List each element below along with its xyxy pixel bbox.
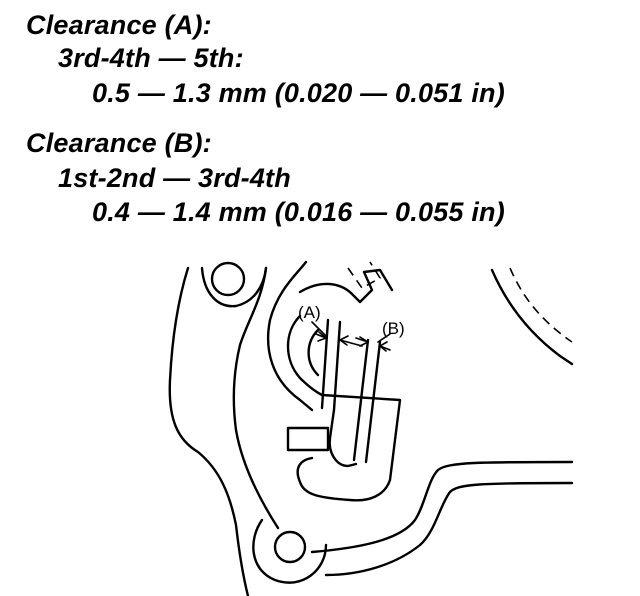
shaft-rail-lower: [324, 481, 574, 577]
upper-boss: [200, 266, 268, 308]
lower-boss: [252, 518, 328, 584]
fork-arm-hidden: [347, 261, 382, 290]
clearance-b-heading: Clearance (B):: [26, 128, 212, 158]
fork-arm-left: [266, 260, 314, 412]
gear-sleeve-a: [320, 318, 342, 412]
clearance-b-leader: [377, 333, 391, 343]
fork-upper-body: [298, 268, 394, 304]
clearance-b-gear-pair: 1st-2nd — 3rd-4th: [58, 163, 291, 193]
lower-mount-hole: [273, 530, 307, 564]
gear-housing-arc: [490, 268, 574, 366]
fork-inner-curve-2: [307, 328, 320, 377]
upper-mount-hole: [210, 261, 246, 297]
fork-shaft-body: [296, 393, 402, 502]
clearance-a-value: 0.5 — 1.3 mm (0.020 — 0.051 in): [92, 78, 505, 108]
fork-pad: [286, 426, 330, 452]
clearance-a-gear-pair: 3rd-4th — 5th:: [58, 43, 244, 73]
housing-inner-wall: [232, 266, 280, 530]
gear-sleeve-b: [352, 338, 382, 464]
clearance-b-arrowhead: [359, 336, 388, 352]
housing-outline: [168, 266, 250, 596]
clearance-b-callout: (B): [382, 319, 405, 338]
clearance-a-callout: (A): [298, 303, 321, 322]
fork-finger: [328, 408, 358, 468]
shaft-rail-upper: [310, 460, 574, 554]
clearance-b-value: 0.4 — 1.4 mm (0.016 — 0.055 in): [92, 197, 505, 227]
clearance-a-leader: [311, 321, 327, 337]
clearance-a-heading: Clearance (A):: [26, 10, 212, 40]
clearance-a-arrowhead: [317, 331, 349, 346]
gear-housing-arc-hidden: [509, 267, 573, 343]
fork-inner-curve: [286, 314, 324, 397]
